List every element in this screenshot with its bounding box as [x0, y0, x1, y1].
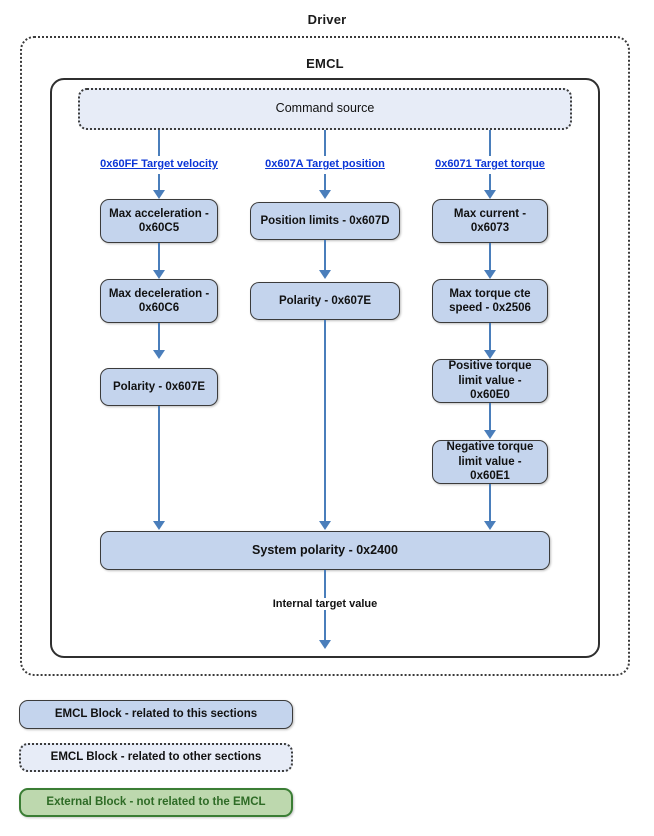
connector-torque-to-n1: [489, 174, 491, 191]
arrowhead-internal-target-value: [319, 640, 331, 649]
block-polarity-position[interactable]: Polarity - 0x607E: [250, 282, 400, 320]
link-target-velocity[interactable]: 0x60FF Target velocity: [100, 158, 218, 170]
connector-c1-n2-n3: [158, 323, 160, 351]
legend-item-external-block: External Block - not related to the EMCL: [19, 788, 293, 817]
connector-cmd-to-position: [324, 130, 326, 156]
emcl-container: [50, 78, 600, 658]
legend-item-emcl-other-sections: EMCL Block - related to other sections: [19, 743, 293, 772]
block-max-current[interactable]: Max current - 0x6073: [432, 199, 548, 243]
block-positive-torque-limit[interactable]: Positive torque limit value - 0x60E0: [432, 359, 548, 403]
arrowhead-c3-n2: [484, 270, 496, 279]
arrowhead-c2-n2: [319, 270, 331, 279]
arrowhead-c1-system-polarity: [153, 521, 165, 530]
block-position-limits[interactable]: Position limits - 0x607D: [250, 202, 400, 240]
arrowhead-c2-system-polarity: [319, 521, 331, 530]
arrowhead-position-n1: [319, 190, 331, 199]
connector-c2-to-system-polarity: [324, 320, 326, 522]
connector-c3-to-system-polarity: [489, 484, 491, 522]
block-polarity-velocity[interactable]: Polarity - 0x607E: [100, 368, 218, 406]
connector-cmd-to-velocity: [158, 130, 160, 156]
internal-target-value-label: Internal target value: [268, 598, 382, 610]
connector-position-to-n1: [324, 174, 326, 191]
connector-c3-n2-n3: [489, 323, 491, 351]
legend-item-emcl-this-section: EMCL Block - related to this sections: [19, 700, 293, 729]
command-source-block[interactable]: Command source: [78, 88, 572, 130]
link-target-position[interactable]: 0x607A Target position: [265, 158, 385, 170]
connector-c1-to-system-polarity: [158, 406, 160, 522]
block-system-polarity[interactable]: System polarity - 0x2400: [100, 531, 550, 570]
link-target-torque[interactable]: 0x6071 Target torque: [435, 158, 545, 170]
arrowhead-c3-n4: [484, 430, 496, 439]
inner-title-emcl: EMCL: [306, 56, 344, 71]
connector-c2-n1-n2: [324, 240, 326, 271]
driver-container: [20, 36, 630, 676]
block-max-deceleration[interactable]: Max deceleration - 0x60C6: [100, 279, 218, 323]
connector-cmd-to-torque: [489, 130, 491, 156]
connector-c3-n1-n2: [489, 243, 491, 271]
connector-c1-n1-n2: [158, 243, 160, 271]
connector-velocity-to-n1: [158, 174, 160, 191]
connector-c3-n3-n4: [489, 403, 491, 431]
arrowhead-c1-n3: [153, 350, 165, 359]
arrowhead-c3-system-polarity: [484, 521, 496, 530]
block-negative-torque-limit[interactable]: Negative torque limit value - 0x60E1: [432, 440, 548, 484]
arrowhead-c1-n2: [153, 270, 165, 279]
arrowhead-c3-n3: [484, 350, 496, 359]
arrowhead-torque-n1: [484, 190, 496, 199]
block-max-acceleration[interactable]: Max acceleration - 0x60C5: [100, 199, 218, 243]
block-max-torque-cte-speed[interactable]: Max torque cte speed - 0x2506: [432, 279, 548, 323]
arrowhead-velocity-n1: [153, 190, 165, 199]
outer-title-driver: Driver: [307, 12, 347, 27]
